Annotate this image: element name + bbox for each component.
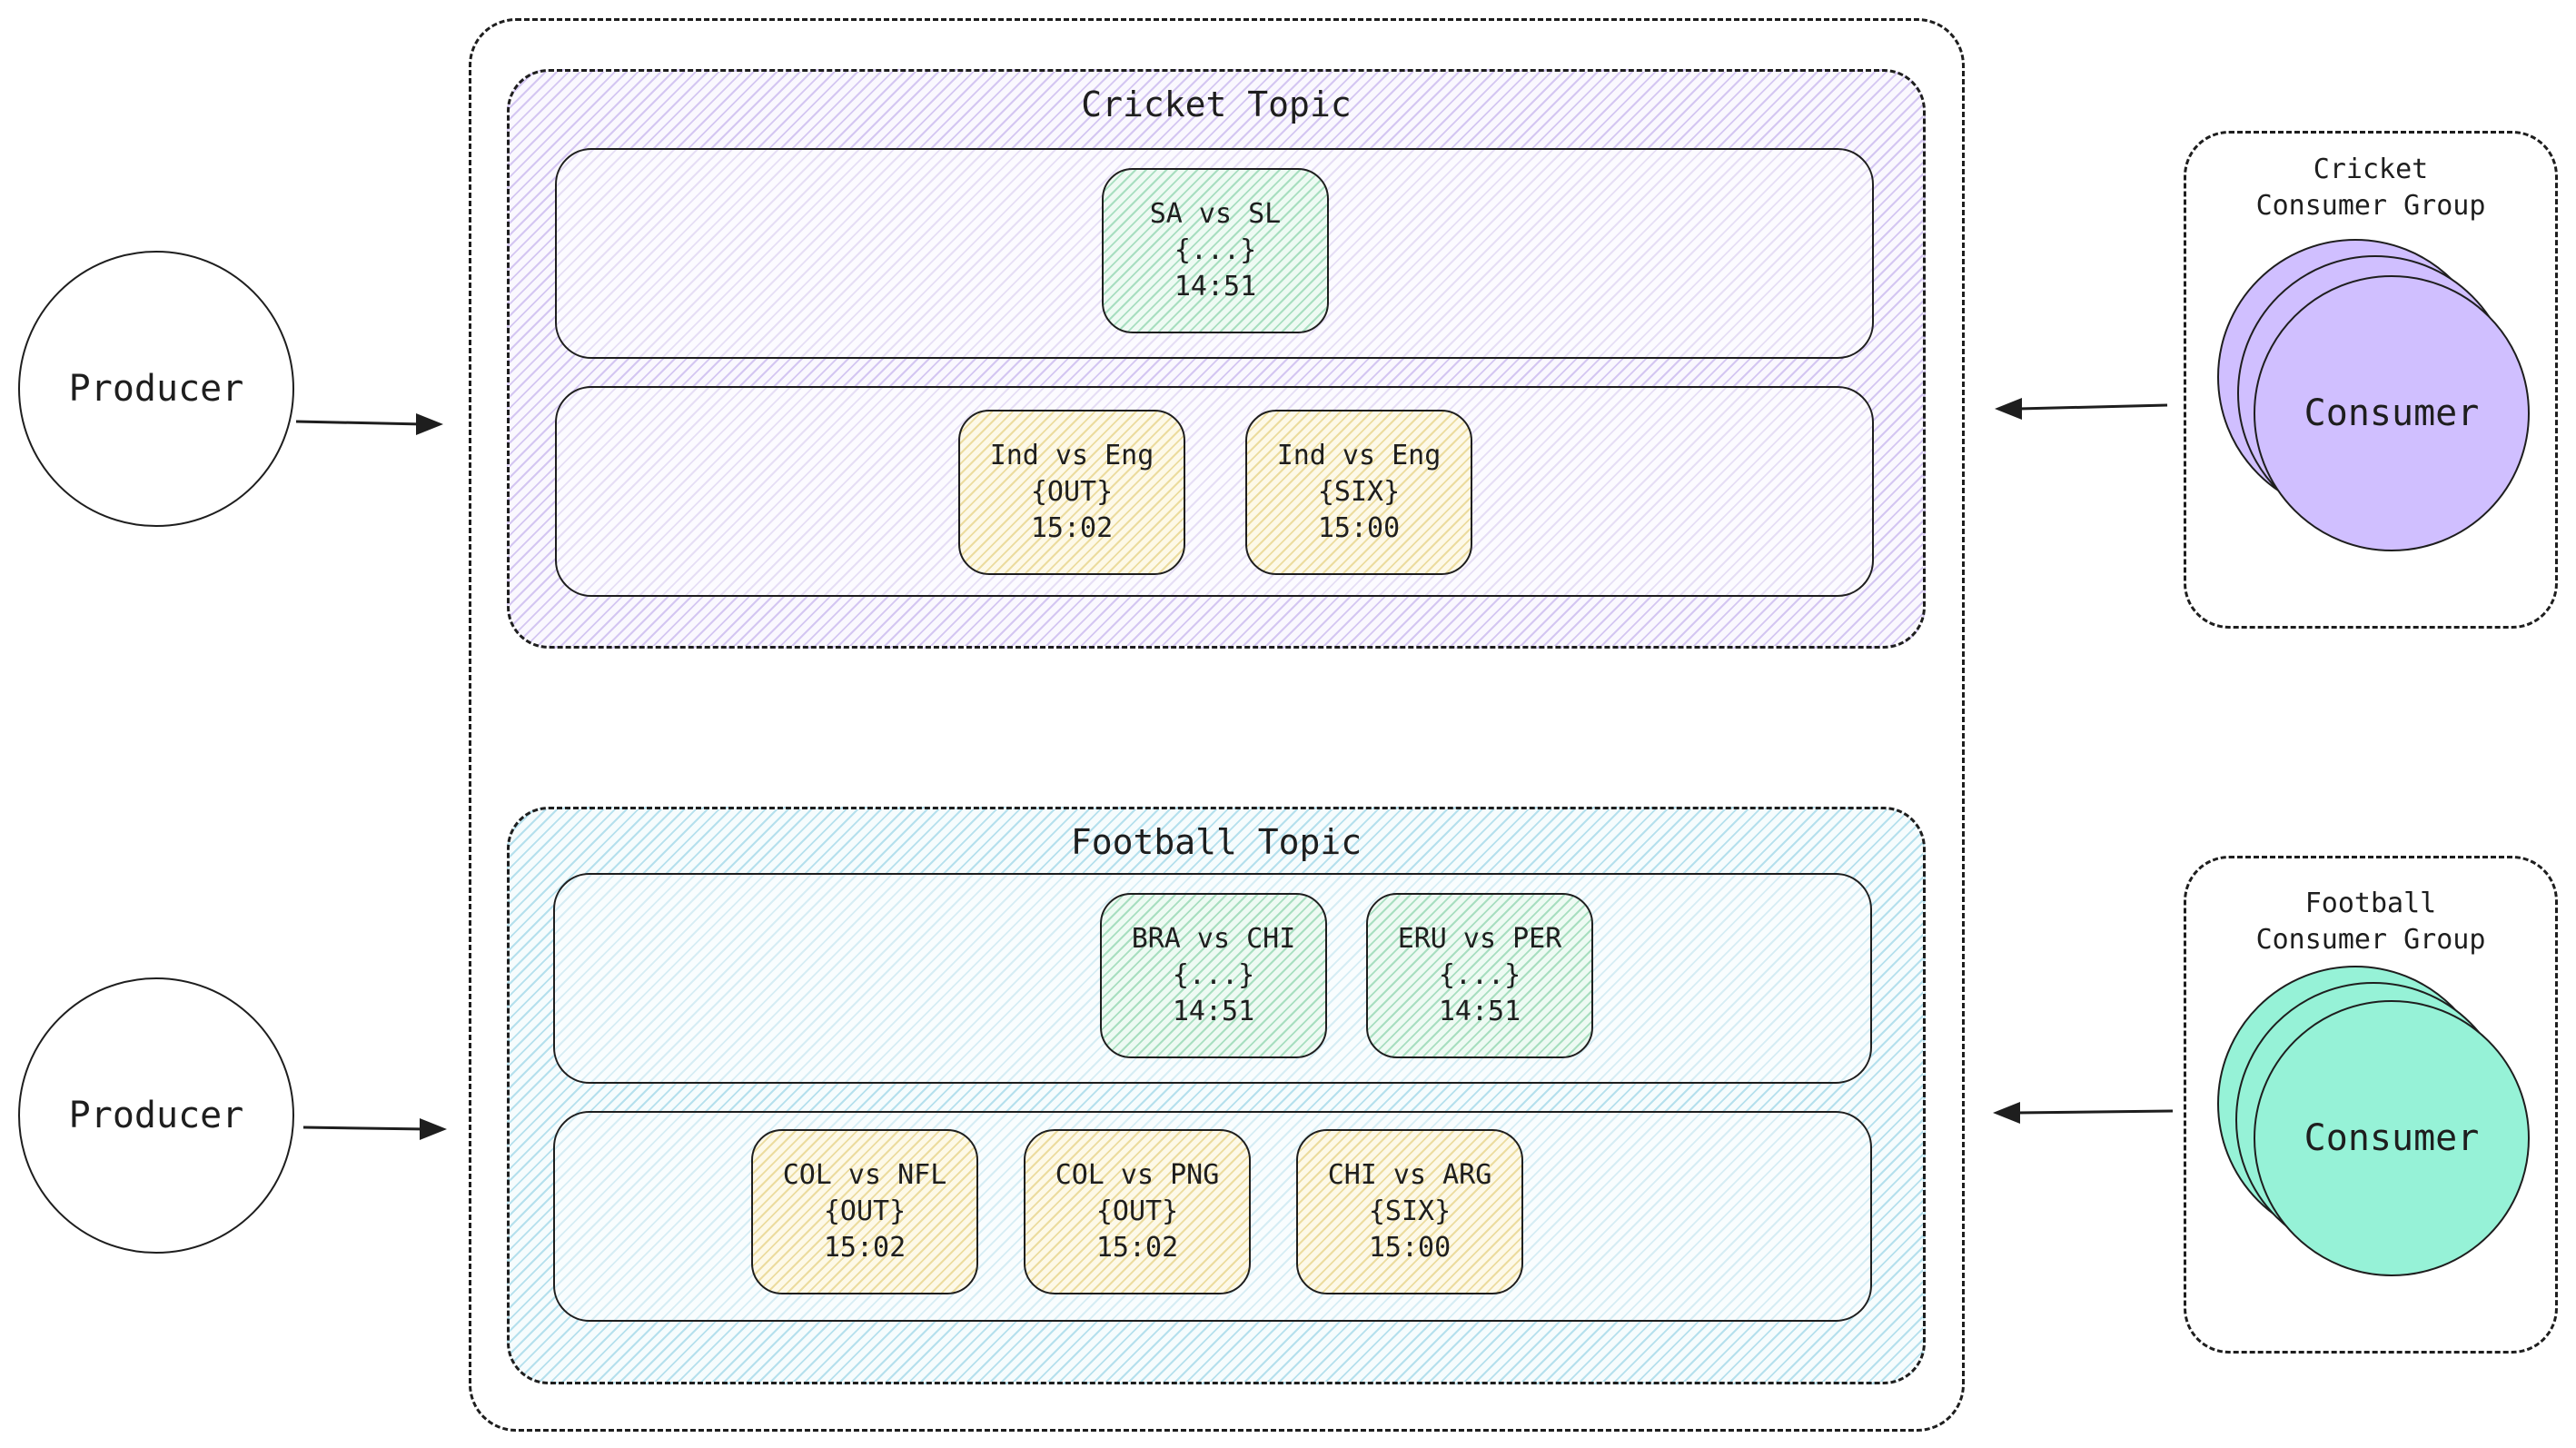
message-match: Ind vs Eng [989, 440, 1154, 471]
partition: COL vs NFL {OUT} 15:02 COL vs PNG {OUT} … [553, 1111, 1872, 1322]
football-to-consumer-arrow [1993, 1102, 2174, 1124]
message-payload: {SIX} [1368, 1195, 1451, 1227]
cricket-topic: Cricket Topic SA vs SL {...} 14:51 Ind v… [507, 69, 1926, 649]
consumer-group-title-line2: Consumer Group [2255, 190, 2486, 222]
message-card: SA vs SL {...} 14:51 [1102, 168, 1329, 333]
message-match: BRA vs CHI [1131, 923, 1296, 955]
message-card: Ind vs Eng {SIX} 15:00 [1245, 410, 1472, 575]
message-match: COL vs NFL [782, 1159, 947, 1191]
message-payload: {OUT} [1030, 476, 1114, 508]
topic-title: Football Topic [1070, 822, 1362, 862]
producer-label: Producer [68, 1095, 244, 1136]
producer-label: Producer [68, 368, 244, 410]
message-time: 15:02 [1095, 1232, 1179, 1264]
message-payload: {OUT} [823, 1195, 907, 1227]
message-payload: {...} [1172, 959, 1255, 991]
consumer-label: Consumer [2304, 1117, 2480, 1159]
partition: SA vs SL {...} 14:51 [555, 148, 1874, 359]
message-payload: {OUT} [1095, 1195, 1179, 1227]
cricket-consumer-group: Cricket Consumer Group Consumer [2184, 131, 2558, 629]
message-time: 15:02 [1030, 512, 1114, 544]
message-match: COL vs PNG [1055, 1159, 1220, 1191]
consumer-label: Consumer [2304, 392, 2480, 434]
football-topic: Football Topic BRA vs CHI {...} 14:51 ER… [507, 807, 1926, 1384]
partition: BRA vs CHI {...} 14:51 ERU vs PER {...} … [553, 873, 1872, 1084]
consumer-group-title: Football Consumer Group [2186, 886, 2555, 958]
message-time: 15:00 [1368, 1232, 1451, 1264]
football-consumer-group: Football Consumer Group Consumer [2184, 856, 2558, 1354]
message-card: COL vs PNG {OUT} 15:02 [1024, 1129, 1251, 1294]
consumer-group-title-line1: Football [2304, 888, 2437, 919]
consumer-group-title-line2: Consumer Group [2255, 924, 2486, 956]
message-match: SA vs SL [1149, 198, 1282, 230]
broker-cluster [469, 18, 1965, 1432]
producer-cricket: Producer [18, 251, 294, 527]
producer-football: Producer [18, 977, 294, 1254]
message-card: Ind vs Eng {OUT} 15:02 [958, 410, 1185, 575]
message-time: 14:51 [1438, 996, 1521, 1027]
message-card: COL vs NFL {OUT} 15:02 [751, 1129, 978, 1294]
topic-title: Cricket Topic [1081, 84, 1352, 124]
cricket-to-consumer-arrow [1995, 398, 2168, 420]
consumer-group-title: Cricket Consumer Group [2186, 152, 2555, 224]
message-payload: {...} [1438, 959, 1521, 991]
producer-to-cricket-arrow [295, 413, 443, 435]
message-payload: {SIX} [1317, 476, 1401, 508]
message-match: CHI vs ARG [1327, 1159, 1492, 1191]
message-match: ERU vs PER [1397, 923, 1562, 955]
message-match: Ind vs Eng [1276, 440, 1442, 471]
message-time: 14:51 [1172, 996, 1255, 1027]
partition: Ind vs Eng {OUT} 15:02 Ind vs Eng {SIX} … [555, 386, 1874, 597]
message-time: 15:02 [823, 1232, 907, 1264]
message-payload: {...} [1174, 234, 1257, 266]
producer-to-football-arrow [302, 1118, 447, 1140]
message-card: BRA vs CHI {...} 14:51 [1100, 893, 1327, 1058]
consumer-group-title-line1: Cricket [2313, 154, 2429, 185]
message-time: 15:00 [1317, 512, 1401, 544]
message-card: ERU vs PER {...} 14:51 [1366, 893, 1593, 1058]
message-card: CHI vs ARG {SIX} 15:00 [1296, 1129, 1523, 1294]
consumer-instance: Consumer [2254, 275, 2530, 551]
message-time: 14:51 [1174, 271, 1257, 302]
consumer-instance: Consumer [2254, 1000, 2530, 1276]
